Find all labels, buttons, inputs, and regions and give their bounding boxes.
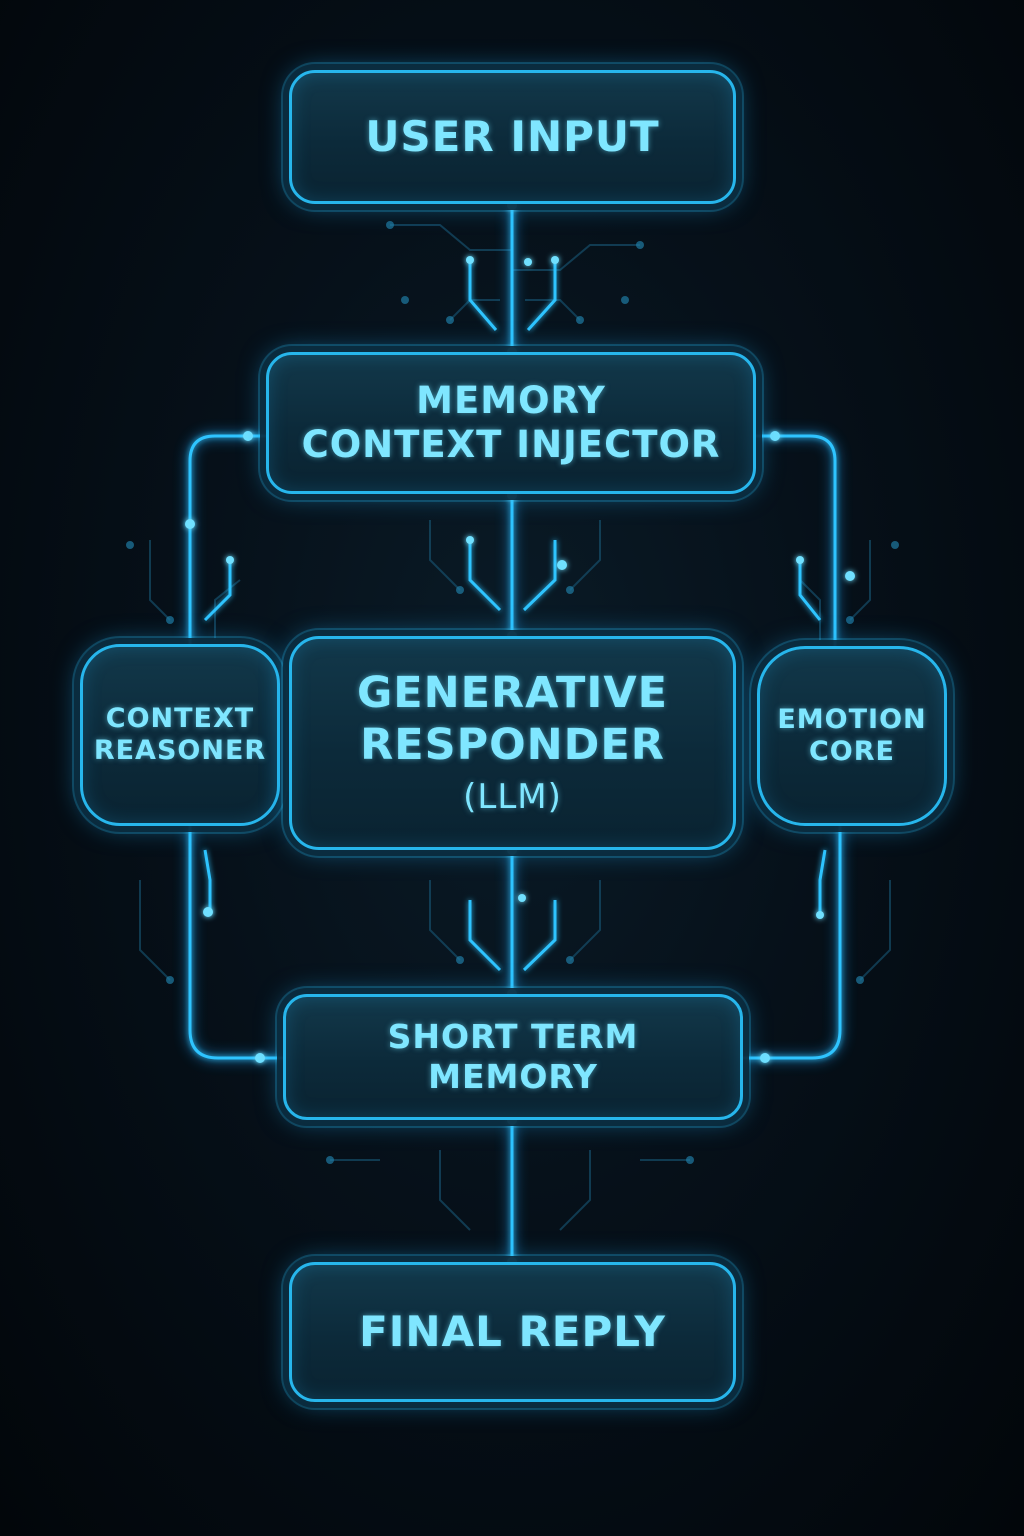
emotion-core-label-line-2: CORE [808,736,895,767]
context-reasoner-label-line-2: REASONER [93,735,267,766]
generative-responder-label-line-2: RESPONDER [360,719,665,770]
edge-emotion-to-short-term [743,826,842,1060]
emotion-core-node: EMOTION CORE [757,646,947,826]
generative-responder-node: GENERATIVE RESPONDER (LLM) [289,636,736,850]
connectors [188,205,842,1262]
edge-memory-to-emotion [756,434,837,646]
short-term-memory-node: SHORT TERM MEMORY [283,994,743,1120]
short-term-memory-label-line-1: SHORT TERM [387,1017,639,1057]
memory-context-injector-label-line-1: MEMORY [416,378,606,422]
context-reasoner-label-line-1: CONTEXT [105,702,255,734]
emotion-core-label-line-1: EMOTION [777,703,927,735]
edge-context-to-short-term [188,826,283,1060]
short-term-memory-label-line-2: MEMORY [428,1057,598,1096]
decor-traces [139,224,891,1231]
context-reasoner-node: CONTEXT REASONER [80,644,280,826]
decor-dots [126,221,899,1164]
memory-context-injector-node: MEMORY CONTEXT INJECTOR [266,352,756,494]
final-reply-label: FINAL REPLY [359,1306,666,1356]
edge-memory-to-context [188,434,266,644]
generative-responder-label-line-3: (LLM) [463,777,562,818]
final-reply-node: FINAL REPLY [289,1262,736,1402]
user-input-node: USER INPUT [289,70,736,204]
user-input-label: USER INPUT [365,111,660,161]
generative-responder-label-line-1: GENERATIVE [356,668,669,718]
memory-context-injector-label-line-2: CONTEXT INJECTOR [301,423,721,466]
